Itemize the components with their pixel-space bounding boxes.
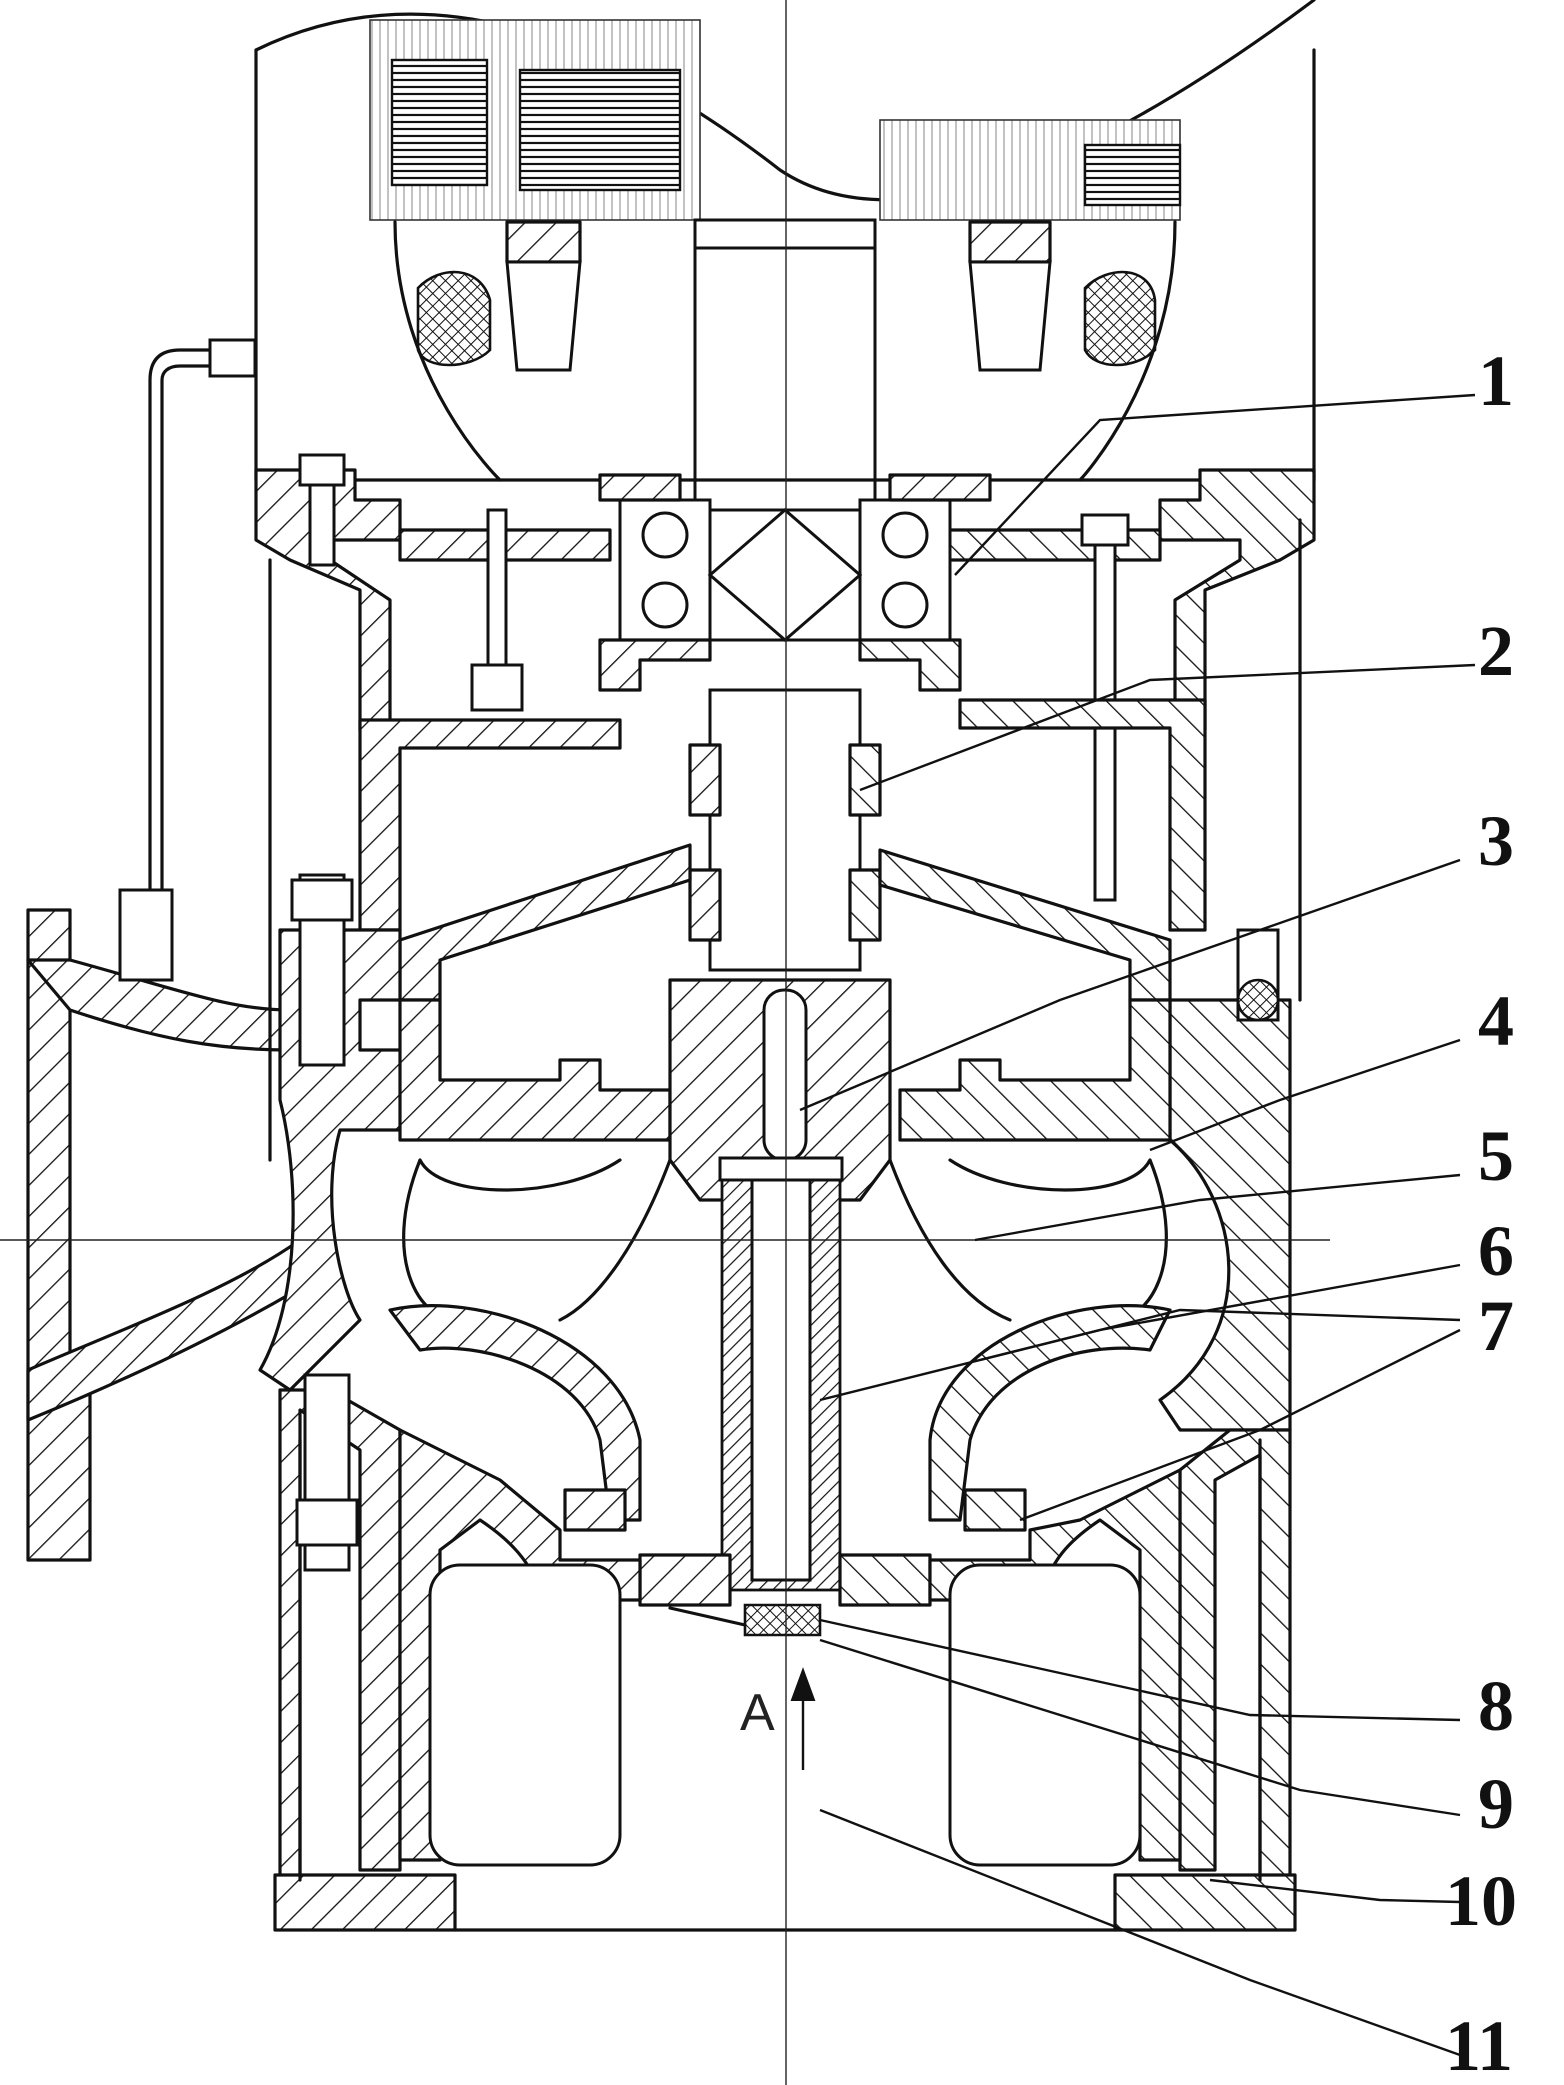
suction-chamber-right bbox=[948, 1563, 1142, 1867]
leader-7 bbox=[979, 1308, 1461, 1362]
callout-1: 1 bbox=[1478, 341, 1514, 421]
inducer-bore bbox=[750, 1178, 812, 1582]
bearing-ball-left-top bbox=[641, 511, 689, 559]
impeller-eye-left bbox=[388, 1304, 642, 1522]
suction-casing-inner-left bbox=[398, 1428, 642, 1862]
bearing-ball-left-bottom bbox=[641, 581, 689, 629]
callout-7: 7 bbox=[1478, 1286, 1514, 1366]
shaft-keyway bbox=[762, 988, 808, 1162]
view-marker-label: A bbox=[740, 1684, 775, 1742]
callout-3: 3 bbox=[1478, 801, 1514, 881]
bearing-ball-right-top bbox=[881, 511, 929, 559]
rotor-bar-left bbox=[505, 260, 582, 372]
callout-5: 5 bbox=[1478, 1116, 1514, 1196]
base-flange-right bbox=[1113, 1873, 1297, 1932]
suction-chamber-left bbox=[428, 1563, 622, 1867]
bottom-nut bbox=[743, 1603, 822, 1637]
callout-4: 4 bbox=[1478, 981, 1514, 1061]
callout-10: 10 bbox=[1445, 1861, 1517, 1941]
shaft-collar bbox=[693, 218, 877, 250]
rotor-bar-right bbox=[968, 260, 1052, 372]
mechanical-seal-upper-right bbox=[848, 743, 882, 817]
callout-6: 6 bbox=[1478, 1211, 1514, 1291]
suction-base bbox=[273, 1388, 1297, 1932]
wear-ring-left bbox=[563, 1488, 627, 1532]
leader-1 bbox=[954, 393, 1476, 576]
inducer-cap bbox=[718, 1156, 844, 1182]
shaft-seal-section bbox=[708, 688, 862, 972]
motor-section bbox=[254, 0, 1316, 512]
external-pipe-and-bolts bbox=[118, 338, 1302, 1572]
casing-bolt-upper-left-nut bbox=[290, 878, 354, 922]
pump-casing bbox=[26, 908, 1292, 1637]
leader-10 bbox=[1209, 1878, 1461, 1904]
casing-bolt-lower-left-nut bbox=[295, 1498, 359, 1547]
leader-7b bbox=[1019, 1328, 1461, 1522]
mechanical-seal-lower-left bbox=[688, 868, 722, 942]
leader-5 bbox=[974, 1173, 1461, 1242]
bearing-seat-right bbox=[858, 638, 962, 692]
seal-chamber-wall-right bbox=[958, 698, 1207, 932]
stud-left-nut bbox=[470, 663, 524, 712]
rotor-lower-end-right bbox=[968, 220, 1052, 264]
leader-4 bbox=[1149, 1038, 1461, 1152]
stud-left bbox=[486, 508, 508, 672]
leader-8 bbox=[819, 1618, 1461, 1722]
motor-shaft bbox=[693, 218, 877, 512]
motor-bolt-left-shank bbox=[308, 483, 336, 567]
rotor-lower-end-left bbox=[505, 220, 582, 264]
pipe-fitting-top bbox=[208, 338, 257, 378]
bearing-housing bbox=[254, 453, 1316, 902]
stud-right-nut bbox=[1080, 513, 1130, 547]
pipe-fitting-bottom bbox=[118, 888, 174, 982]
leader-9 bbox=[819, 1638, 1461, 1817]
upper-flange-right bbox=[1158, 468, 1316, 732]
bearing-spacer bbox=[707, 508, 863, 642]
upper-flange-left bbox=[254, 468, 402, 732]
bearing-cap bbox=[598, 473, 992, 502]
pump-cover-left bbox=[398, 998, 672, 1142]
casing-bolt-right-nut bbox=[1236, 978, 1280, 1022]
stator-winding-left-1 bbox=[390, 58, 489, 187]
callout-2: 2 bbox=[1478, 611, 1514, 691]
callouts: 1 2 3 4 5 6 7 8 9 10 11 bbox=[799, 341, 1517, 2085]
flush-pipe bbox=[148, 348, 222, 892]
seal-cover-left bbox=[398, 843, 692, 1002]
seal-chamber bbox=[358, 688, 1207, 1002]
view-arrow-head bbox=[790, 1667, 816, 1701]
pump-cover-right bbox=[898, 998, 1172, 1142]
centerlines: A bbox=[0, 0, 1330, 2085]
bearing-seat-left bbox=[598, 638, 712, 692]
callout-9: 9 bbox=[1478, 1764, 1514, 1844]
stator-winding-right bbox=[1083, 143, 1182, 207]
suction-casing-right bbox=[1178, 1428, 1292, 1882]
leader-3 bbox=[799, 858, 1461, 1112]
volute-casing-right bbox=[1158, 998, 1292, 1432]
winding-end-left bbox=[416, 270, 492, 367]
winding-end-right bbox=[1083, 270, 1157, 367]
base-flange-left bbox=[273, 1873, 457, 1932]
mechanical-seal-upper-left bbox=[688, 743, 722, 817]
impeller-eye-right bbox=[928, 1304, 1172, 1522]
callout-11: 11 bbox=[1445, 2006, 1513, 2085]
bottom-plate-right bbox=[838, 1553, 932, 1607]
motor-end-frame bbox=[254, 220, 1316, 482]
volute-casing-left bbox=[258, 928, 412, 1392]
bottom-washer bbox=[668, 1606, 747, 1627]
leader-2 bbox=[859, 663, 1476, 792]
wear-ring-right bbox=[963, 1488, 1027, 1532]
leader-11 bbox=[819, 1808, 1461, 2057]
stator-winding-left-2 bbox=[518, 68, 682, 192]
bearing-ball-right-bottom bbox=[881, 581, 929, 629]
motor-bolt-left bbox=[298, 453, 346, 487]
callout-8: 8 bbox=[1478, 1666, 1514, 1746]
mechanical-seal-lower-right bbox=[848, 868, 882, 942]
bottom-plate-left bbox=[638, 1553, 732, 1607]
